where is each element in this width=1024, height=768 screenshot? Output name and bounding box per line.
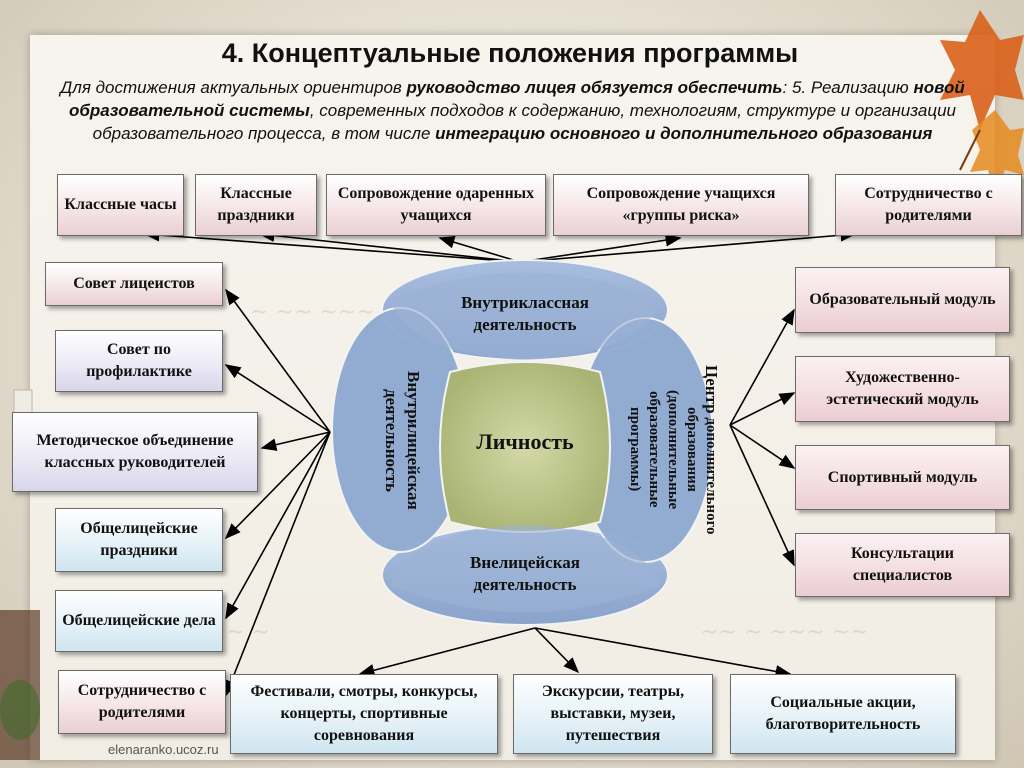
center-right-label: Центр дополнительного образования (допол…	[627, 364, 721, 535]
left-box-lyceum-holidays: Общелицейские праздники	[55, 508, 223, 572]
left-box-lyceum-affairs: Общелицейские дела	[55, 590, 223, 652]
left-box-student-council: Совет лицеистов	[45, 262, 223, 306]
bottom-box-festivals: Фестивали, смотры, конкурсы, концерты, с…	[230, 674, 498, 754]
bottom-box-social-actions: Социальные акции, благотворительность	[730, 674, 956, 754]
right-box-educational-module: Образовательный модуль	[795, 267, 1010, 333]
right-box-sport-module: Спортивный модуль	[795, 445, 1010, 510]
center-top-label: Внутриклассная деятельность	[461, 293, 589, 334]
top-box-class-holidays: Классные праздники	[195, 174, 317, 236]
right-box-specialist-consultations: Консультации специалистов	[795, 533, 1010, 597]
background-handwriting: ~~ ~ ~~~ ~~	[700, 620, 869, 645]
bottom-box-excursions: Экскурсии, театры, выставки, музеи, путе…	[513, 674, 713, 754]
top-box-class-hours: Классные часы	[57, 174, 184, 236]
autumn-leaves-decoration	[940, 10, 1024, 195]
arrows-left	[224, 288, 331, 697]
left-box-prevention-council: Совет по профилактике	[55, 330, 223, 392]
right-box-art-module: Художественно-эстетический модуль	[795, 356, 1010, 422]
arrows-top	[143, 228, 857, 263]
core-shape	[439, 361, 611, 533]
left-box-methodical-union: Методическое объединение классных руково…	[12, 412, 258, 492]
top-box-risk-group-support: Сопровождение учащихся «группы риска»	[553, 174, 809, 236]
top-box-parents-cooperation: Сотрудничество с родителями	[835, 174, 1022, 236]
footer-site: elenaranko.ucoz.ru	[108, 742, 219, 757]
top-box-gifted-support: Сопровождение одаренных учащихся	[326, 174, 546, 236]
arrows-bottom	[358, 627, 792, 678]
center-left-label: Внутрилицейская деятельность	[382, 370, 423, 510]
center-core-label: Личность	[476, 429, 574, 454]
center-bottom-label: Внелицейская деятельность	[470, 553, 580, 594]
slide-title: 4. Концептуальные положения программы	[221, 38, 799, 68]
slide-subtitle: Для достижения актуальных ориентиров рук…	[60, 78, 965, 143]
left-box-parents-cooperation: Сотрудничество с родителями	[58, 670, 226, 734]
desk-decoration	[0, 389, 40, 760]
arrows-right	[729, 308, 796, 567]
